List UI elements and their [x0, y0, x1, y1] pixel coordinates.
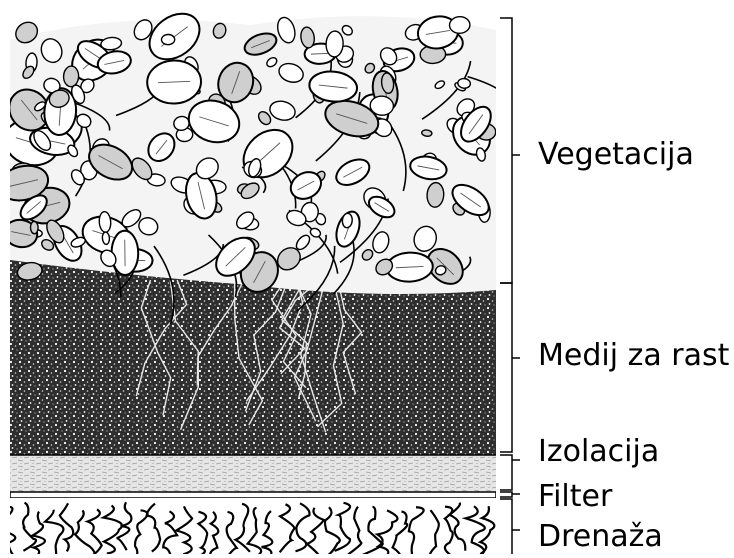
layer-brackets — [500, 18, 520, 554]
bracket-vegetation — [500, 18, 512, 283]
filter-layer — [10, 492, 496, 498]
bracket-growing-medium — [500, 283, 512, 452]
insulation-layer — [10, 455, 496, 492]
filter-label: Filter — [538, 482, 612, 512]
vegetation-label: Vegetacija — [538, 140, 694, 170]
bracket-insulation — [500, 455, 512, 490]
bracket-drainage — [500, 499, 512, 554]
drainage-label: Drenaža — [538, 522, 663, 552]
insulation-label: Izolacija — [538, 437, 659, 467]
growing-medium-label: Medij za rast — [538, 341, 729, 371]
bracket-filter — [500, 492, 512, 497]
